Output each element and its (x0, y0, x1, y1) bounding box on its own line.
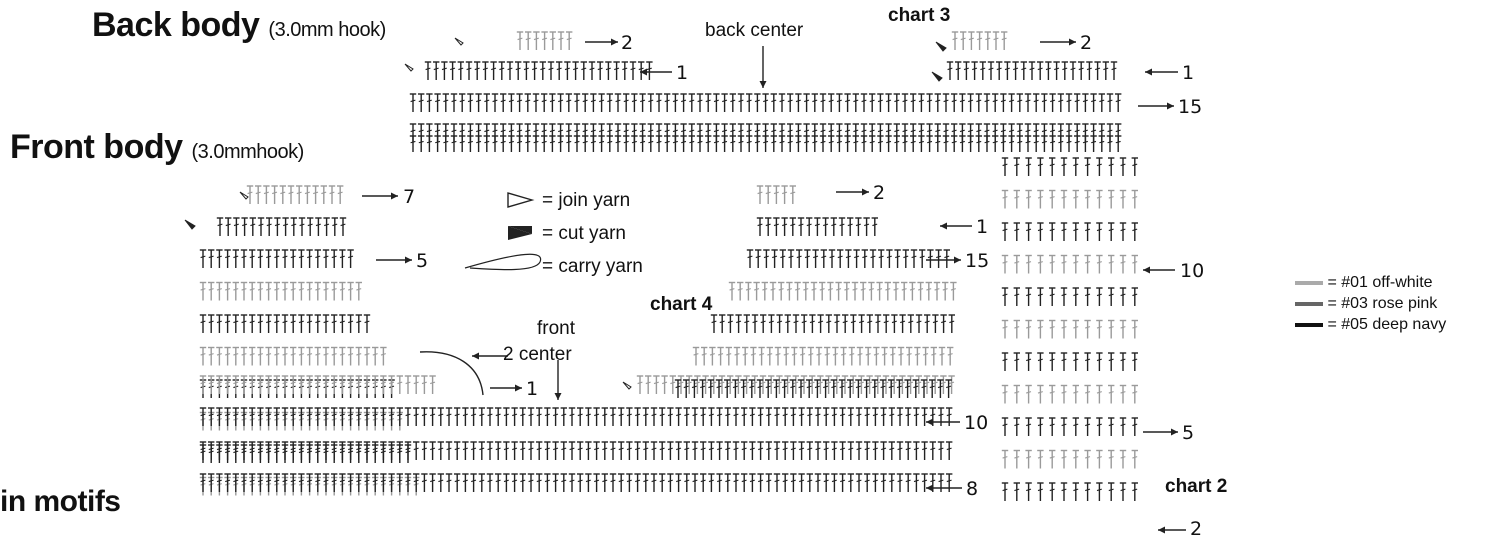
offwhite-swatch (1295, 280, 1323, 285)
chart3-label: chart 3 (888, 5, 951, 26)
deepnavy-label: = #05 deep navy (1327, 316, 1447, 333)
row-number-front-8: 8 (966, 478, 979, 500)
front-body-title: Front body (3.0mmhook) (10, 128, 304, 167)
color-legend: = #01 off-white = #03 rose pink = #05 de… (1295, 272, 1446, 335)
back-body-hook-label: (3.0mm hook) (268, 19, 386, 41)
front-body-hook-label: (3.0mmhook) (191, 141, 304, 163)
deepnavy-swatch (1295, 322, 1323, 327)
row-number-front-left-2: 2 (503, 344, 514, 365)
row-number-strip-10: 10 (1180, 260, 1205, 282)
row-number-strip-2: 2 (1190, 518, 1203, 540)
back-center-label: back center (705, 20, 804, 41)
join-motifs-title: in motifs (0, 485, 121, 518)
legend-join-yarn: = join yarn (542, 190, 631, 211)
back-body-title: Back body (3.0mm hook) (92, 6, 386, 45)
row-number-front-left-1: 1 (526, 378, 539, 400)
row-number-back-15: 15 (1178, 96, 1203, 118)
row-number-back-right-2: 2 (1080, 32, 1093, 54)
chart4-label: chart 4 (650, 294, 713, 315)
row-number-front-right-2: 2 (873, 182, 886, 204)
row-number-front-right-1: 1 (976, 216, 989, 238)
row-number-back-left-2: 2 (621, 32, 634, 54)
legend-symbols (184, 37, 947, 396)
row-number-back-right-1: 1 (1182, 62, 1195, 84)
front-center-word: center (518, 344, 572, 365)
row-arrows (362, 38, 1186, 534)
color-legend-item-rosepink: = #03 rose pink (1295, 293, 1446, 314)
rosepink-label: = #03 rose pink (1327, 295, 1438, 312)
row-number-front-right-15: 15 (965, 250, 990, 272)
row-number-back-left-1: 1 (676, 62, 689, 84)
legend-carry-yarn: = carry yarn (542, 256, 643, 277)
front-body-label: Front body (10, 128, 183, 166)
back-body-label: Back body (92, 6, 260, 44)
stitch-symbols (199, 31, 1138, 501)
color-legend-item-deepnavy: = #05 deep navy (1295, 314, 1446, 335)
color-legend-item-offwhite: = #01 off-white (1295, 272, 1446, 293)
row-number-front-left-5: 5 (416, 250, 429, 272)
offwhite-label: = #01 off-white (1327, 274, 1433, 291)
row-number-front-left-7: 7 (403, 186, 416, 208)
legend-cut-yarn: = cut yarn (542, 223, 626, 244)
row-number-strip-5: 5 (1182, 422, 1195, 444)
rosepink-swatch (1295, 301, 1323, 306)
chart2-label: chart 2 (1165, 476, 1228, 497)
front-center-label-line2: 2 center (503, 344, 572, 366)
row-number-front-10: 10 (964, 412, 989, 434)
front-center-label-line1: front (537, 318, 576, 339)
